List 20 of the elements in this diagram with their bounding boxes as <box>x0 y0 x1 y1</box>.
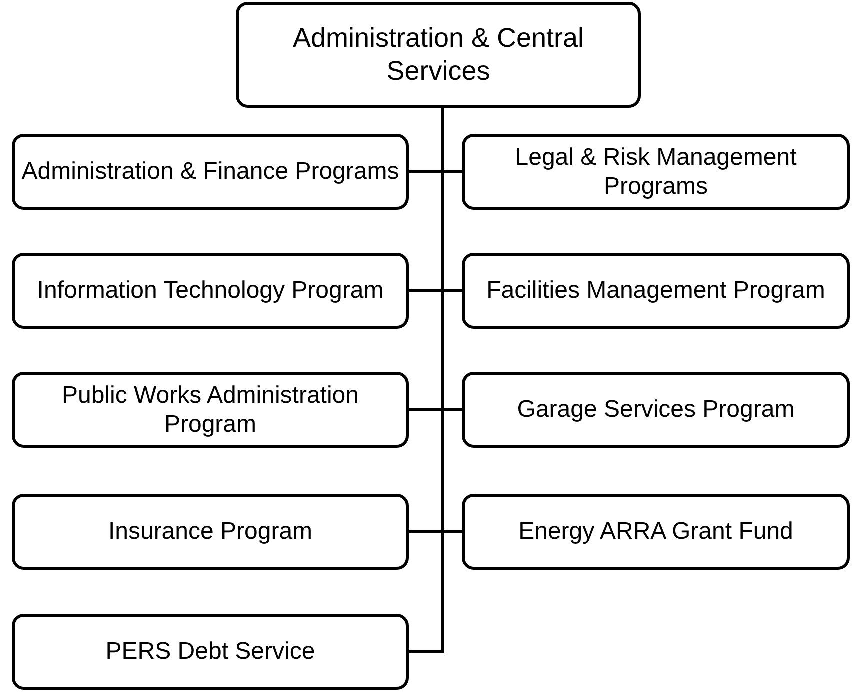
org-unit-box <box>12 614 409 690</box>
org-unit-box <box>462 134 850 210</box>
unit-name: Facilities Management Program <box>486 276 826 306</box>
org-unit-box <box>12 372 409 448</box>
org-unit-box <box>12 494 409 570</box>
unit-name: Insurance Program <box>108 517 313 547</box>
unit-name: Legal & Risk Management Programs <box>514 142 798 202</box>
org-unit-box <box>236 2 641 108</box>
org-unit-box <box>12 134 409 210</box>
org-unit-box <box>12 253 409 329</box>
unit-name: Administration & Finance Programs <box>22 157 400 187</box>
org-unit-box <box>462 372 850 448</box>
unit-name: Garage Services Program <box>517 395 795 425</box>
unit-name: Administration & Central Services <box>292 22 586 88</box>
unit-name: Energy ARRA Grant Fund <box>518 517 794 547</box>
org-unit-box <box>462 494 850 570</box>
unit-name: Information Technology Program <box>37 276 384 306</box>
unit-name: Public Works Administration Program <box>61 380 360 440</box>
unit-name: PERS Debt Service <box>106 637 316 667</box>
org-unit-box <box>462 253 850 329</box>
